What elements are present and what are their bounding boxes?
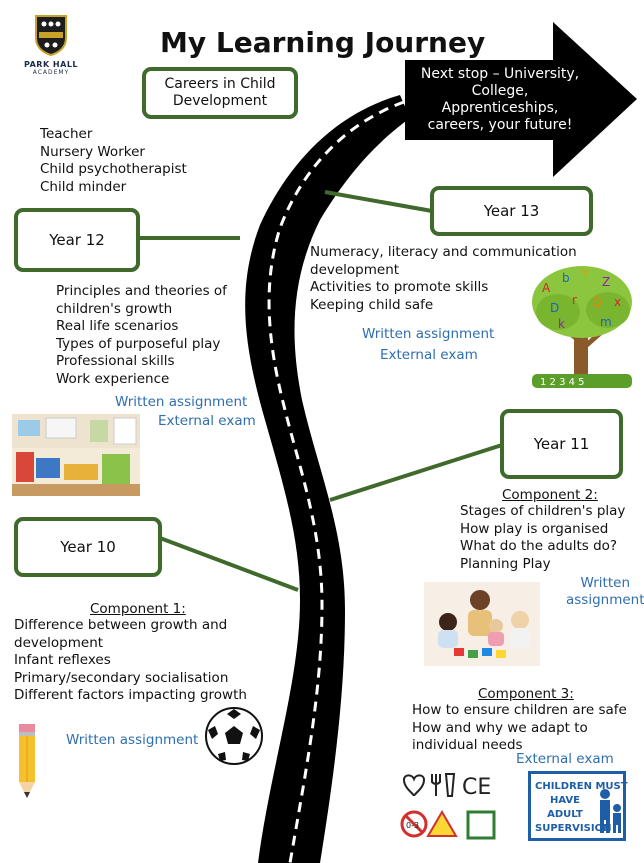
component3-assessment: External exam xyxy=(516,751,614,767)
year12-assessment-written: Written assignment xyxy=(115,394,248,410)
adult-child-icon xyxy=(600,789,621,833)
year10-assessment: Written assignment xyxy=(66,732,199,748)
careers-list: Teacher Nursery Worker Child psychothera… xyxy=(40,126,187,195)
food-safe-icon xyxy=(431,773,456,797)
year11-section: Component 2: Stages of children's play H… xyxy=(460,487,625,573)
component2-title: Component 2: xyxy=(502,487,598,503)
year10-section: Component 1: Difference between growth a… xyxy=(14,601,247,705)
year10-box: Year 10 xyxy=(14,517,162,577)
year10-topics: Difference between growth and developmen… xyxy=(14,617,247,703)
svg-text:1 2 3 4 5: 1 2 3 4 5 xyxy=(540,377,585,388)
adult-supervision-sign: CHILDREN MUST HAVE ADULT SUPERVISION xyxy=(528,771,628,841)
component1-title: Component 1: xyxy=(90,601,186,617)
school-name: PARK HALL xyxy=(23,60,79,69)
component3-title: Component 3: xyxy=(478,686,574,702)
year13-topics: Numeracy, literacy and communication dev… xyxy=(310,244,577,313)
page-title: My Learning Journey xyxy=(160,26,486,59)
children-playing-photo xyxy=(424,582,540,666)
svg-text:A: A xyxy=(542,281,551,295)
svg-text:Y: Y xyxy=(581,267,590,281)
school-subtitle: ACADEMY xyxy=(32,69,70,76)
svg-text:m: m xyxy=(600,315,612,329)
fire-warning-icon xyxy=(426,810,458,837)
arrow-text: Next stop – University, College, Apprent… xyxy=(420,66,580,133)
year13-assessment-written: Written assignment xyxy=(362,326,495,342)
shield-icon xyxy=(35,15,67,57)
year13-assessment-exam: External exam xyxy=(380,347,478,363)
year11-assessment: Written assignment xyxy=(566,575,644,608)
heart-icon xyxy=(402,774,426,797)
sign-text: CHILDREN MUST HAVE ADULT SUPERVISION xyxy=(535,781,628,834)
ce-mark: CE xyxy=(462,775,491,800)
pencil-icon xyxy=(19,724,35,798)
football-icon xyxy=(205,707,263,765)
svg-text:r: r xyxy=(572,293,577,307)
choking-warning-icon xyxy=(466,810,496,840)
year12-topics: Principles and theories of children's gr… xyxy=(56,283,227,387)
year13-box: Year 13 xyxy=(430,186,593,236)
connector-year10 xyxy=(159,536,299,592)
classroom-photo xyxy=(12,414,140,496)
svg-text:0-3: 0-3 xyxy=(406,821,419,830)
year12-assessment-exam: External exam xyxy=(158,413,256,429)
alphabet-tree-image: A b Y Z D r Q x k m 1 2 3 4 5 xyxy=(532,266,632,388)
year12-box: Year 12 xyxy=(14,208,140,272)
svg-text:k: k xyxy=(558,317,565,331)
careers-box: Careers in Child Development xyxy=(142,67,298,119)
safety-symbols: CE 0-3 xyxy=(400,773,496,840)
year11-topics: Stages of children's play How play is or… xyxy=(460,503,626,572)
arrow-shape xyxy=(405,22,637,177)
connector-year11 xyxy=(329,443,503,502)
svg-text:x: x xyxy=(614,295,621,309)
svg-text:Z: Z xyxy=(602,275,610,289)
svg-text:D: D xyxy=(550,301,559,315)
year11-box: Year 11 xyxy=(500,409,623,479)
school-logo: PARK HALL ACADEMY xyxy=(22,14,80,76)
svg-text:Q: Q xyxy=(592,295,601,309)
svg-text:b: b xyxy=(562,271,570,285)
component3-section: Component 3: How to ensure children are … xyxy=(412,686,627,755)
connector-year13 xyxy=(324,190,433,213)
component3-topics: How to ensure children are safe How and … xyxy=(412,702,627,753)
